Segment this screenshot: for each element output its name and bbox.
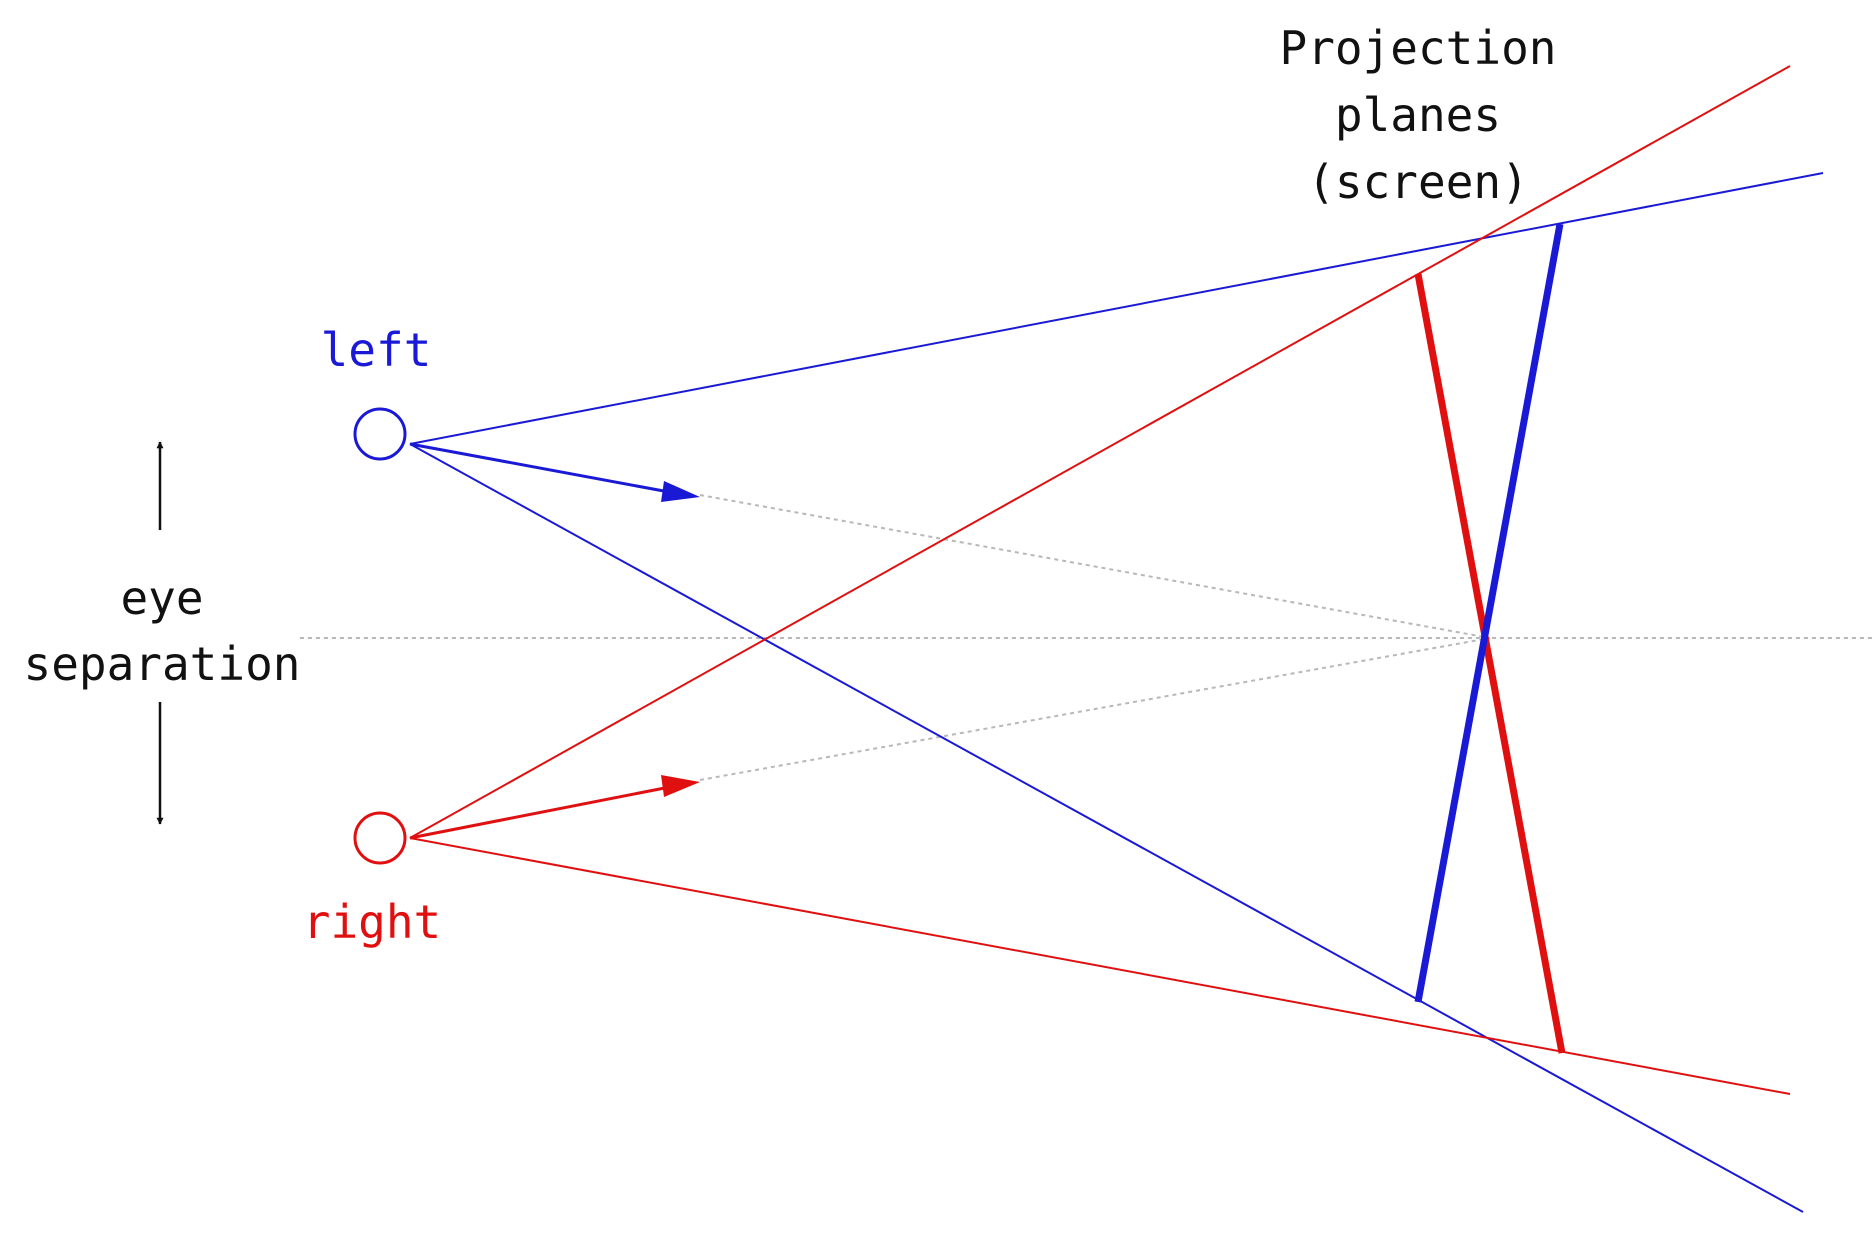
eye-separation-label-line2: separation	[24, 637, 301, 691]
right-view-arrowhead	[661, 775, 700, 797]
left-frustum-bottom-ray	[409, 443, 1804, 1213]
left-convergence-guide	[699, 494, 1491, 639]
right-frustum-top-ray	[409, 65, 1791, 839]
projection-planes-title-line1: Projection	[1280, 21, 1557, 75]
left-frustum-top-ray	[409, 172, 1824, 445]
eye-separation-label-line1: eye	[120, 571, 203, 625]
left-eye-circle	[353, 407, 407, 461]
right-frustum-bottom-ray	[409, 837, 1791, 1095]
projection-planes-title-line3: (screen)	[1307, 155, 1529, 209]
left-eye-label: left	[321, 323, 432, 377]
projection-planes-title-line2: planes	[1335, 88, 1501, 142]
left-projection-plane	[1414, 223, 1564, 1003]
left-view-direction-ray	[409, 442, 681, 496]
left-view-arrowhead	[661, 481, 700, 502]
right-projection-plane	[1414, 273, 1566, 1054]
right-view-direction-ray	[409, 783, 681, 840]
right-eye-circle	[353, 811, 407, 865]
right-convergence-guide	[699, 637, 1491, 781]
right-eye-label: right	[303, 895, 441, 949]
